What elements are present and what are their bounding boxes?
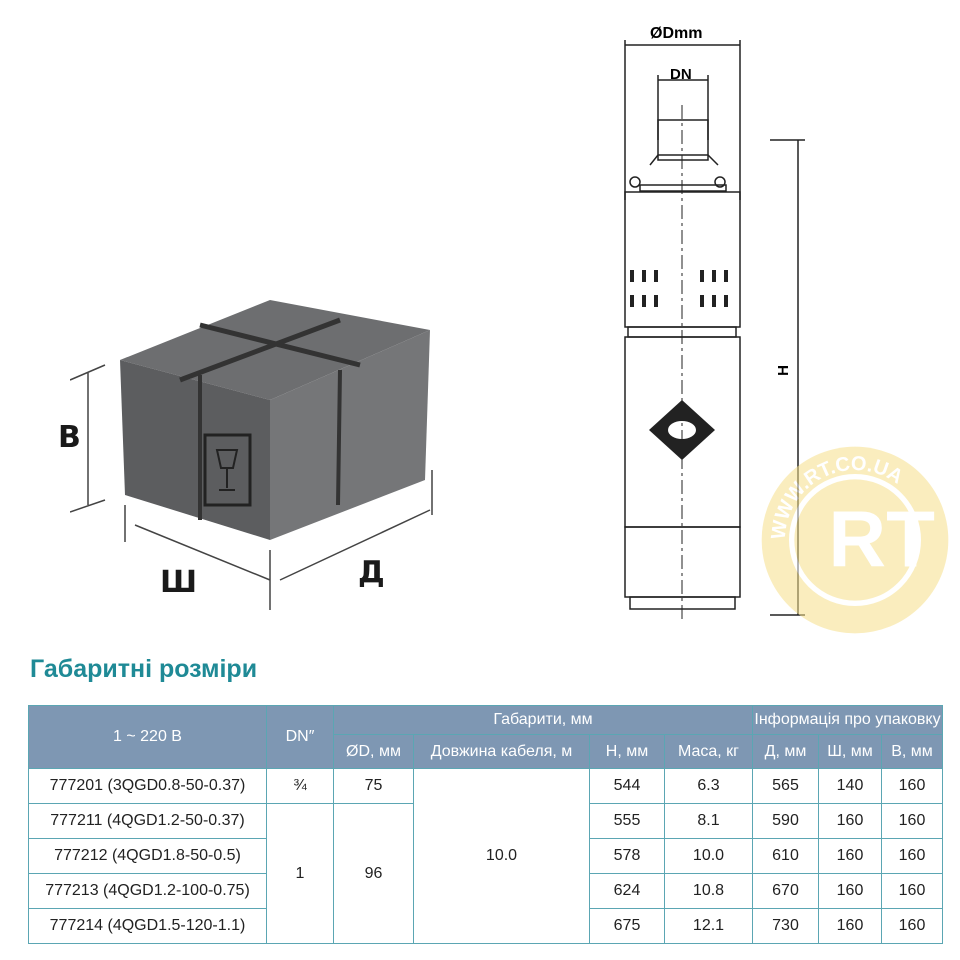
h-cell: 555 <box>589 803 665 839</box>
header-d: Д, мм <box>752 734 819 769</box>
table-row: 777213 (4QGD1.2-100-0.75) 624 10.8 670 1… <box>28 873 943 909</box>
header-w: Ш, мм <box>818 734 882 769</box>
w-cell: 140 <box>818 768 882 804</box>
pump-od-label: ØDmm <box>650 25 703 42</box>
d-cell: 590 <box>752 803 819 839</box>
d-cell: 730 <box>752 908 819 944</box>
od-cell: 75 <box>333 768 414 804</box>
header-b: В, мм <box>881 734 943 769</box>
d-cell: 670 <box>752 873 819 909</box>
model-cell: 777211 (4QGD1.2-50-0.37) <box>28 803 267 839</box>
w-cell: 160 <box>818 908 882 944</box>
d-cell: 565 <box>752 768 819 804</box>
box-length-label: Д <box>358 555 385 590</box>
header-dimensions: Габарити, мм <box>333 705 753 735</box>
fragile-glass-icon <box>203 433 252 507</box>
table-row: 777214 (4QGD1.5-120-1.1) 675 12.1 730 16… <box>28 908 943 944</box>
mass-cell: 10.8 <box>664 873 753 909</box>
section-title: Габаритні розміри <box>30 655 258 683</box>
header-packaging: Інформація про упаковку <box>752 705 943 735</box>
d-cell: 610 <box>752 838 819 874</box>
header-od: ØD, мм <box>333 734 414 769</box>
mass-cell: 6.3 <box>664 768 753 804</box>
header-voltage: 1 ~ 220 В <box>28 705 267 769</box>
svg-text:RT: RT <box>828 495 935 584</box>
box-height-label: В <box>58 420 81 455</box>
cable-cell: 10.0 <box>413 768 590 944</box>
w-cell: 160 <box>818 803 882 839</box>
table-row: 777212 (4QGD1.8-50-0.5) 578 10.0 610 160… <box>28 838 943 874</box>
model-cell: 777213 (4QGD1.2-100-0.75) <box>28 873 267 909</box>
w-cell: 160 <box>818 873 882 909</box>
b-cell: 160 <box>881 803 943 839</box>
b-cell: 160 <box>881 873 943 909</box>
dn-cell: 1 <box>266 803 334 944</box>
b-cell: 160 <box>881 838 943 874</box>
mass-cell: 10.0 <box>664 838 753 874</box>
mass-cell: 8.1 <box>664 803 753 839</box>
package-box-illustration <box>70 300 433 610</box>
header-mass: Маса, кг <box>664 734 753 769</box>
b-cell: 160 <box>881 768 943 804</box>
w-cell: 160 <box>818 838 882 874</box>
table-row: 777211 (4QGD1.2-50-0.37) 1 96 555 8.1 59… <box>28 803 943 944</box>
header-dn: DN″ <box>266 705 334 769</box>
header-h: H, мм <box>589 734 665 769</box>
table-row: 777201 (3QGD0.8-50-0.37) ¾ 75 10.0 544 6… <box>28 768 943 944</box>
box-width-label: Ш <box>160 565 198 600</box>
dn-cell: ¾ <box>266 768 334 804</box>
h-cell: 675 <box>589 908 665 944</box>
b-cell: 160 <box>881 908 943 944</box>
model-cell: 777212 (4QGD1.8-50-0.5) <box>28 838 267 874</box>
mass-cell: 12.1 <box>664 908 753 944</box>
h-cell: 578 <box>589 838 665 874</box>
pump-height-label: H <box>774 365 792 376</box>
h-cell: 624 <box>589 873 665 909</box>
header-cable: Довжина кабеля, м <box>413 734 590 769</box>
h-cell: 544 <box>589 768 665 804</box>
model-cell: 777201 (3QGD0.8-50-0.37) <box>28 768 267 804</box>
pump-dimension-drawing <box>624 40 805 620</box>
od-cell: 96 <box>333 803 414 944</box>
pump-dn-label: DN <box>670 66 692 83</box>
dimensions-table: 1 ~ 220 В DN″ Габарити, мм Інформація пр… <box>28 705 943 944</box>
model-cell: 777214 (4QGD1.5-120-1.1) <box>28 908 267 944</box>
